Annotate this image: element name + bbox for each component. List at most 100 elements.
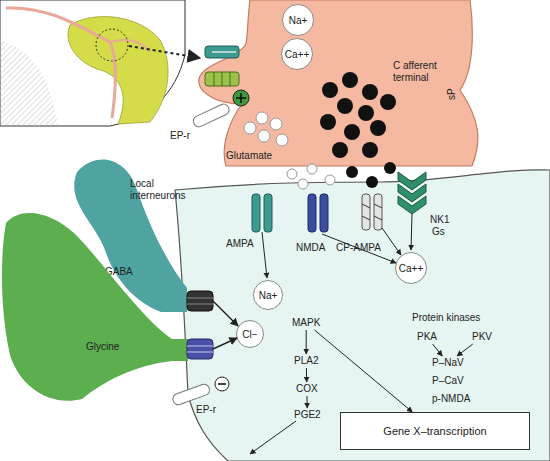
ion-circle: Ca++	[281, 38, 313, 70]
node-text: COX	[296, 383, 318, 394]
sp-vesicle	[362, 142, 378, 158]
receptor-stripe	[187, 298, 213, 299]
nmda-receptor	[320, 194, 328, 232]
ion-flow-arrow	[382, 228, 401, 255]
pathway-arrow	[306, 330, 307, 354]
pathway-arrow	[306, 396, 307, 408]
plus-sign	[233, 90, 249, 106]
chloride-arrow	[213, 338, 237, 349]
pathway-step: COX	[294, 382, 320, 396]
ion-circle: Na+	[253, 280, 283, 310]
plus-bar	[240, 93, 242, 103]
pathway-arrow	[315, 330, 413, 412]
released-sp	[346, 166, 358, 178]
zoom-circle	[96, 29, 128, 61]
ion-flow-arrow	[262, 232, 267, 278]
pathway-arrow	[306, 368, 307, 382]
receptor-stripe	[362, 204, 370, 208]
released-glutamate	[307, 164, 317, 174]
kinase-name: PKA	[415, 330, 439, 344]
ion-circle: Ca++	[395, 252, 427, 284]
node-text: PKA	[417, 331, 437, 342]
receptor-stripe	[362, 216, 370, 220]
released-sp	[384, 162, 396, 174]
released-glutamate	[325, 175, 335, 185]
inset-frame	[0, 0, 185, 126]
calcium-channel	[205, 72, 239, 86]
receptor-label: EP-r	[196, 404, 216, 416]
released-glutamate	[287, 169, 297, 179]
pathway-arrow	[433, 344, 443, 356]
receptor-stripe	[374, 204, 382, 208]
receptor-stripe	[187, 352, 213, 353]
phospho-target: p-NMDA	[430, 392, 472, 406]
nmda-receptor	[308, 194, 316, 232]
node-text: P–CaV	[432, 375, 464, 386]
node-text: P–NaV	[432, 357, 464, 368]
receptor-label: Gs	[432, 226, 445, 238]
postsynaptic-neuron	[175, 170, 550, 461]
cp-ampa-receptor	[374, 194, 382, 230]
pathway-step: PLA2	[292, 354, 320, 368]
node-text: Glycine	[86, 341, 119, 353]
sp-vesicle	[332, 142, 348, 158]
node-text: MAPK	[292, 317, 320, 328]
transmitter-label: Glutamate	[226, 150, 272, 162]
channel-pore	[212, 51, 236, 52]
channel-band	[230, 72, 231, 86]
channel-band	[214, 72, 215, 86]
receptor-label: NK1	[430, 214, 449, 226]
pathway-arrow	[457, 344, 473, 356]
glutamate-vesicle	[270, 118, 282, 130]
receptor-stripe	[187, 304, 213, 305]
group-label: Local interneurons	[130, 178, 192, 202]
glutamate-vesicle	[258, 130, 270, 142]
released-sp	[366, 176, 378, 188]
glutamate-vesicle	[256, 112, 268, 124]
outline-path	[2, 213, 188, 401]
cp-ampa-receptor	[362, 194, 370, 230]
phospho-target: P–CaV	[430, 374, 466, 388]
glycine-interneuron: Glycine	[0, 205, 190, 405]
sp-vesicle	[342, 72, 358, 88]
zoom-arrow	[129, 46, 200, 58]
node-text: C afferent terminal	[393, 60, 459, 84]
node-text: Na+	[289, 15, 308, 26]
receptor-stripe	[187, 346, 213, 347]
receptor-label: EP-r	[170, 130, 190, 142]
group-label: Protein kinases	[412, 312, 480, 324]
node-text: PKV	[472, 331, 492, 342]
ion-circle: Na+	[282, 4, 314, 36]
glutamate-vesicle	[276, 134, 288, 146]
node-text: Na+	[259, 290, 278, 301]
node-text: PLA2	[294, 355, 318, 366]
process-box: Gene X–transcription	[340, 412, 530, 450]
ampa-receptor	[252, 194, 260, 232]
sp-vesicle	[320, 114, 336, 130]
pathway-step: PGE2	[292, 408, 323, 422]
dorsal-horn	[68, 17, 168, 124]
transmitter-label: sP	[446, 88, 458, 100]
node-text: Gene X–transcription	[383, 425, 486, 437]
glycine-receptor	[187, 339, 213, 359]
white-matter	[0, 40, 58, 126]
node-outline	[0, 205, 190, 405]
ampa-receptor	[264, 194, 272, 232]
sp-vesicle	[358, 105, 374, 121]
ion-circle: Cl−	[236, 320, 264, 348]
nk1-receptor	[398, 196, 426, 214]
released-glutamate	[298, 179, 308, 189]
kinase-name: PKV	[470, 330, 494, 344]
sp-vesicle	[344, 124, 360, 140]
ep-receptor	[171, 383, 210, 406]
pge2-release-arrow	[250, 421, 296, 454]
receptor-stripe	[374, 216, 382, 220]
ion-flow-arrow	[411, 214, 412, 250]
outline-path	[199, 0, 478, 166]
minus-sign	[215, 377, 229, 391]
sp-vesicle	[370, 120, 386, 136]
